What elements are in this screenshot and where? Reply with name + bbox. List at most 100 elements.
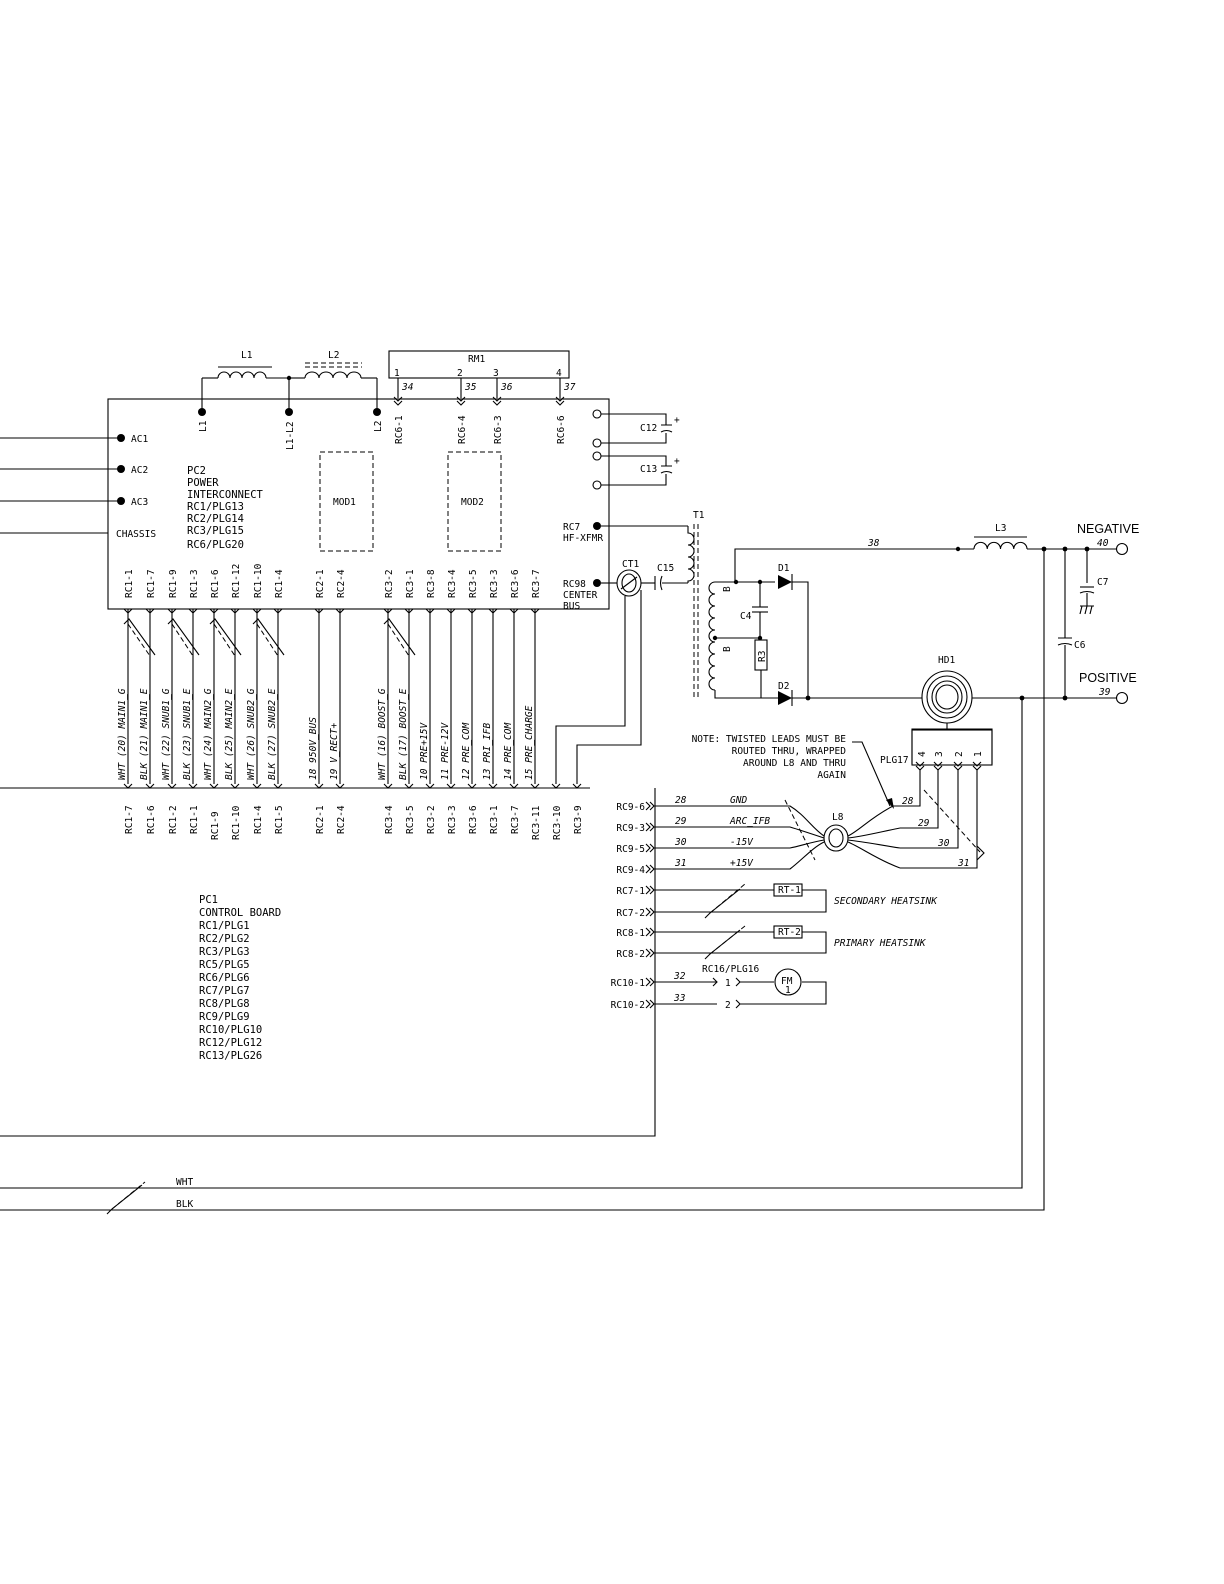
svg-text:2: 2 xyxy=(725,1000,731,1011)
svg-text:D2: D2 xyxy=(778,681,789,692)
pc2-bottom-connectors: RC1-1 RC1-7 RC1-9 RC1-3 RC1-6 RC1-12 RC1… xyxy=(124,563,542,598)
svg-text:RC2/PLG14: RC2/PLG14 xyxy=(187,513,244,525)
svg-text:FM: FM xyxy=(781,976,793,987)
svg-text:2: 2 xyxy=(954,751,965,757)
svg-text:RC3-2: RC3-2 xyxy=(426,805,437,834)
rt1-secondary-heatsink: RC7-1 RC7-2 RT-1 SECONDARY HEATSINK xyxy=(616,883,938,919)
svg-text:RC8/PLG8: RC8/PLG8 xyxy=(199,998,250,1010)
svg-text:BLK (27) SNUB2_E: BLK (27) SNUB2_E xyxy=(267,688,278,780)
svg-text:RC1-4: RC1-4 xyxy=(274,569,285,598)
wire-labels: WHT (20) MAIN1_G BLK (21) MAIN1_E WHT (2… xyxy=(117,688,535,780)
svg-text:RC8-1: RC8-1 xyxy=(616,928,645,939)
svg-text:RC3-1: RC3-1 xyxy=(405,569,416,598)
svg-text:GND: GND xyxy=(730,795,747,806)
svg-text:CHASSIS: CHASSIS xyxy=(116,529,156,540)
fan-motor-section: RC16/PLG16 RC10-1 RC10-2 1 2 32 33 FM 1 xyxy=(611,964,827,1011)
svg-text:RC1-5: RC1-5 xyxy=(274,805,285,834)
svg-text:RC6-4: RC6-4 xyxy=(457,415,468,444)
svg-text:C12: C12 xyxy=(640,423,657,434)
svg-text:RC9-5: RC9-5 xyxy=(616,844,645,855)
svg-text:30: 30 xyxy=(937,838,950,849)
svg-text:NOTE: TWISTED LEADS MUST BE: NOTE: TWISTED LEADS MUST BE xyxy=(692,734,847,745)
svg-text:RC7-1: RC7-1 xyxy=(616,886,645,897)
svg-text:AGAIN: AGAIN xyxy=(817,770,846,781)
svg-text:RC3-4: RC3-4 xyxy=(447,569,458,598)
svg-text:RC13/PLG26: RC13/PLG26 xyxy=(199,1050,262,1062)
svg-text:31: 31 xyxy=(674,858,686,869)
svg-text:RC2-4: RC2-4 xyxy=(336,569,347,598)
svg-text:RC1-7: RC1-7 xyxy=(124,805,135,834)
svg-text:RC2/PLG2: RC2/PLG2 xyxy=(199,933,250,945)
svg-text:AC1: AC1 xyxy=(131,434,148,445)
svg-text:PC2: PC2 xyxy=(187,465,206,477)
bottom-output-leads: WHT BLK xyxy=(106,1177,193,1215)
svg-text:HF-XFMR: HF-XFMR xyxy=(563,533,603,544)
svg-text:+: + xyxy=(674,456,680,467)
svg-text:11 PRE-12V: 11 PRE-12V xyxy=(440,722,451,780)
svg-text:30: 30 xyxy=(674,837,687,848)
svg-text:RC1-3: RC1-3 xyxy=(189,569,200,598)
svg-text:C7: C7 xyxy=(1097,577,1108,588)
svg-text:1: 1 xyxy=(973,751,984,757)
twisted-leads-note: NOTE: TWISTED LEADS MUST BE ROUTED THRU,… xyxy=(692,734,894,809)
svg-text:ROUTED THRU, WRAPPED: ROUTED THRU, WRAPPED xyxy=(732,746,847,757)
svg-text:WHT (16) BOOST_G: WHT (16) BOOST_G xyxy=(377,688,388,780)
inductor-l2: L2 xyxy=(286,350,378,412)
svg-text:RC6-3: RC6-3 xyxy=(493,415,504,444)
svg-text:RC3-10: RC3-10 xyxy=(552,805,563,840)
svg-text:1: 1 xyxy=(785,985,791,996)
svg-text:RC1-6: RC1-6 xyxy=(146,805,157,834)
svg-text:PRIMARY HEATSINK: PRIMARY HEATSINK xyxy=(834,938,927,949)
svg-text:31: 31 xyxy=(957,858,969,869)
svg-text:3: 3 xyxy=(493,368,499,379)
pc1-board: PC1 CONTROL BOARD RC1/PLG1 RC2/PLG2 RC3/… xyxy=(0,787,656,1137)
svg-text:L8: L8 xyxy=(832,812,844,823)
svg-text:28: 28 xyxy=(675,795,687,806)
svg-text:RC2-1: RC2-1 xyxy=(315,569,326,598)
svg-text:RC3-5: RC3-5 xyxy=(468,569,479,598)
svg-text:RC7: RC7 xyxy=(563,522,580,533)
svg-text:+: + xyxy=(674,415,680,426)
svg-text:10 PRE+15V: 10 PRE+15V xyxy=(419,722,430,780)
svg-text:C13: C13 xyxy=(640,464,657,475)
svg-text:L3: L3 xyxy=(995,523,1006,534)
svg-text:RC3-11: RC3-11 xyxy=(531,805,542,840)
svg-text:B: B xyxy=(722,586,733,592)
plg17-connector: PLG17 4 3 2 1 28 29 30 31 xyxy=(880,729,993,869)
svg-text:33: 33 xyxy=(673,993,686,1004)
svg-text:BLK (17) BOOST_E: BLK (17) BOOST_E xyxy=(398,688,409,780)
svg-text:RC6/PLG6: RC6/PLG6 xyxy=(199,972,250,984)
svg-text:RC3-6: RC3-6 xyxy=(510,569,521,598)
svg-text:RC6-6: RC6-6 xyxy=(556,415,567,444)
svg-text:PLG17: PLG17 xyxy=(880,755,909,766)
svg-text:RC1-9: RC1-9 xyxy=(210,811,221,840)
svg-text:18 950V_BUS: 18 950V_BUS xyxy=(308,717,319,780)
svg-text:D1: D1 xyxy=(778,563,790,574)
ct1-current-transformer: CT1 xyxy=(555,559,655,784)
rm1-block: RM1 1 2 3 4 34 35 36 37 xyxy=(388,350,576,406)
svg-text:RC3-7: RC3-7 xyxy=(531,569,542,598)
rc9-arc-feedback: L8 RC9-6 RC9-3 RC9-5 RC9-4 28 29 30 31 G… xyxy=(616,795,901,876)
svg-text:32: 32 xyxy=(673,971,686,982)
pc1-top-connectors: RC1-7 RC1-6 RC1-2 RC1-1 RC1-9 RC1-10 RC1… xyxy=(124,805,584,840)
svg-text:MOD2: MOD2 xyxy=(461,497,484,508)
svg-text:BLK (23) SNUB1_E: BLK (23) SNUB1_E xyxy=(182,688,193,780)
svg-text:RC3-1: RC3-1 xyxy=(489,805,500,834)
svg-text:RC9-6: RC9-6 xyxy=(616,802,645,813)
svg-text:RC1-10: RC1-10 xyxy=(253,563,264,598)
svg-text:RC16/PLG16: RC16/PLG16 xyxy=(702,964,759,975)
svg-text:RC5/PLG5: RC5/PLG5 xyxy=(199,959,250,971)
svg-text:L1: L1 xyxy=(241,350,253,361)
svg-text:MOD1: MOD1 xyxy=(333,497,356,508)
svg-text:29: 29 xyxy=(675,816,687,827)
svg-text:RC9/PLG9: RC9/PLG9 xyxy=(199,1011,250,1023)
svg-text:B: B xyxy=(722,646,733,652)
svg-text:R3: R3 xyxy=(757,651,768,662)
svg-text:RC6/PLG20: RC6/PLG20 xyxy=(187,539,244,551)
svg-text:RC1-12: RC1-12 xyxy=(231,564,242,598)
svg-text:RC98: RC98 xyxy=(563,579,586,590)
svg-text:RC3-2: RC3-2 xyxy=(384,569,395,598)
svg-text:RC3/PLG15: RC3/PLG15 xyxy=(187,525,244,537)
c15-capacitor: C15 xyxy=(654,563,688,591)
